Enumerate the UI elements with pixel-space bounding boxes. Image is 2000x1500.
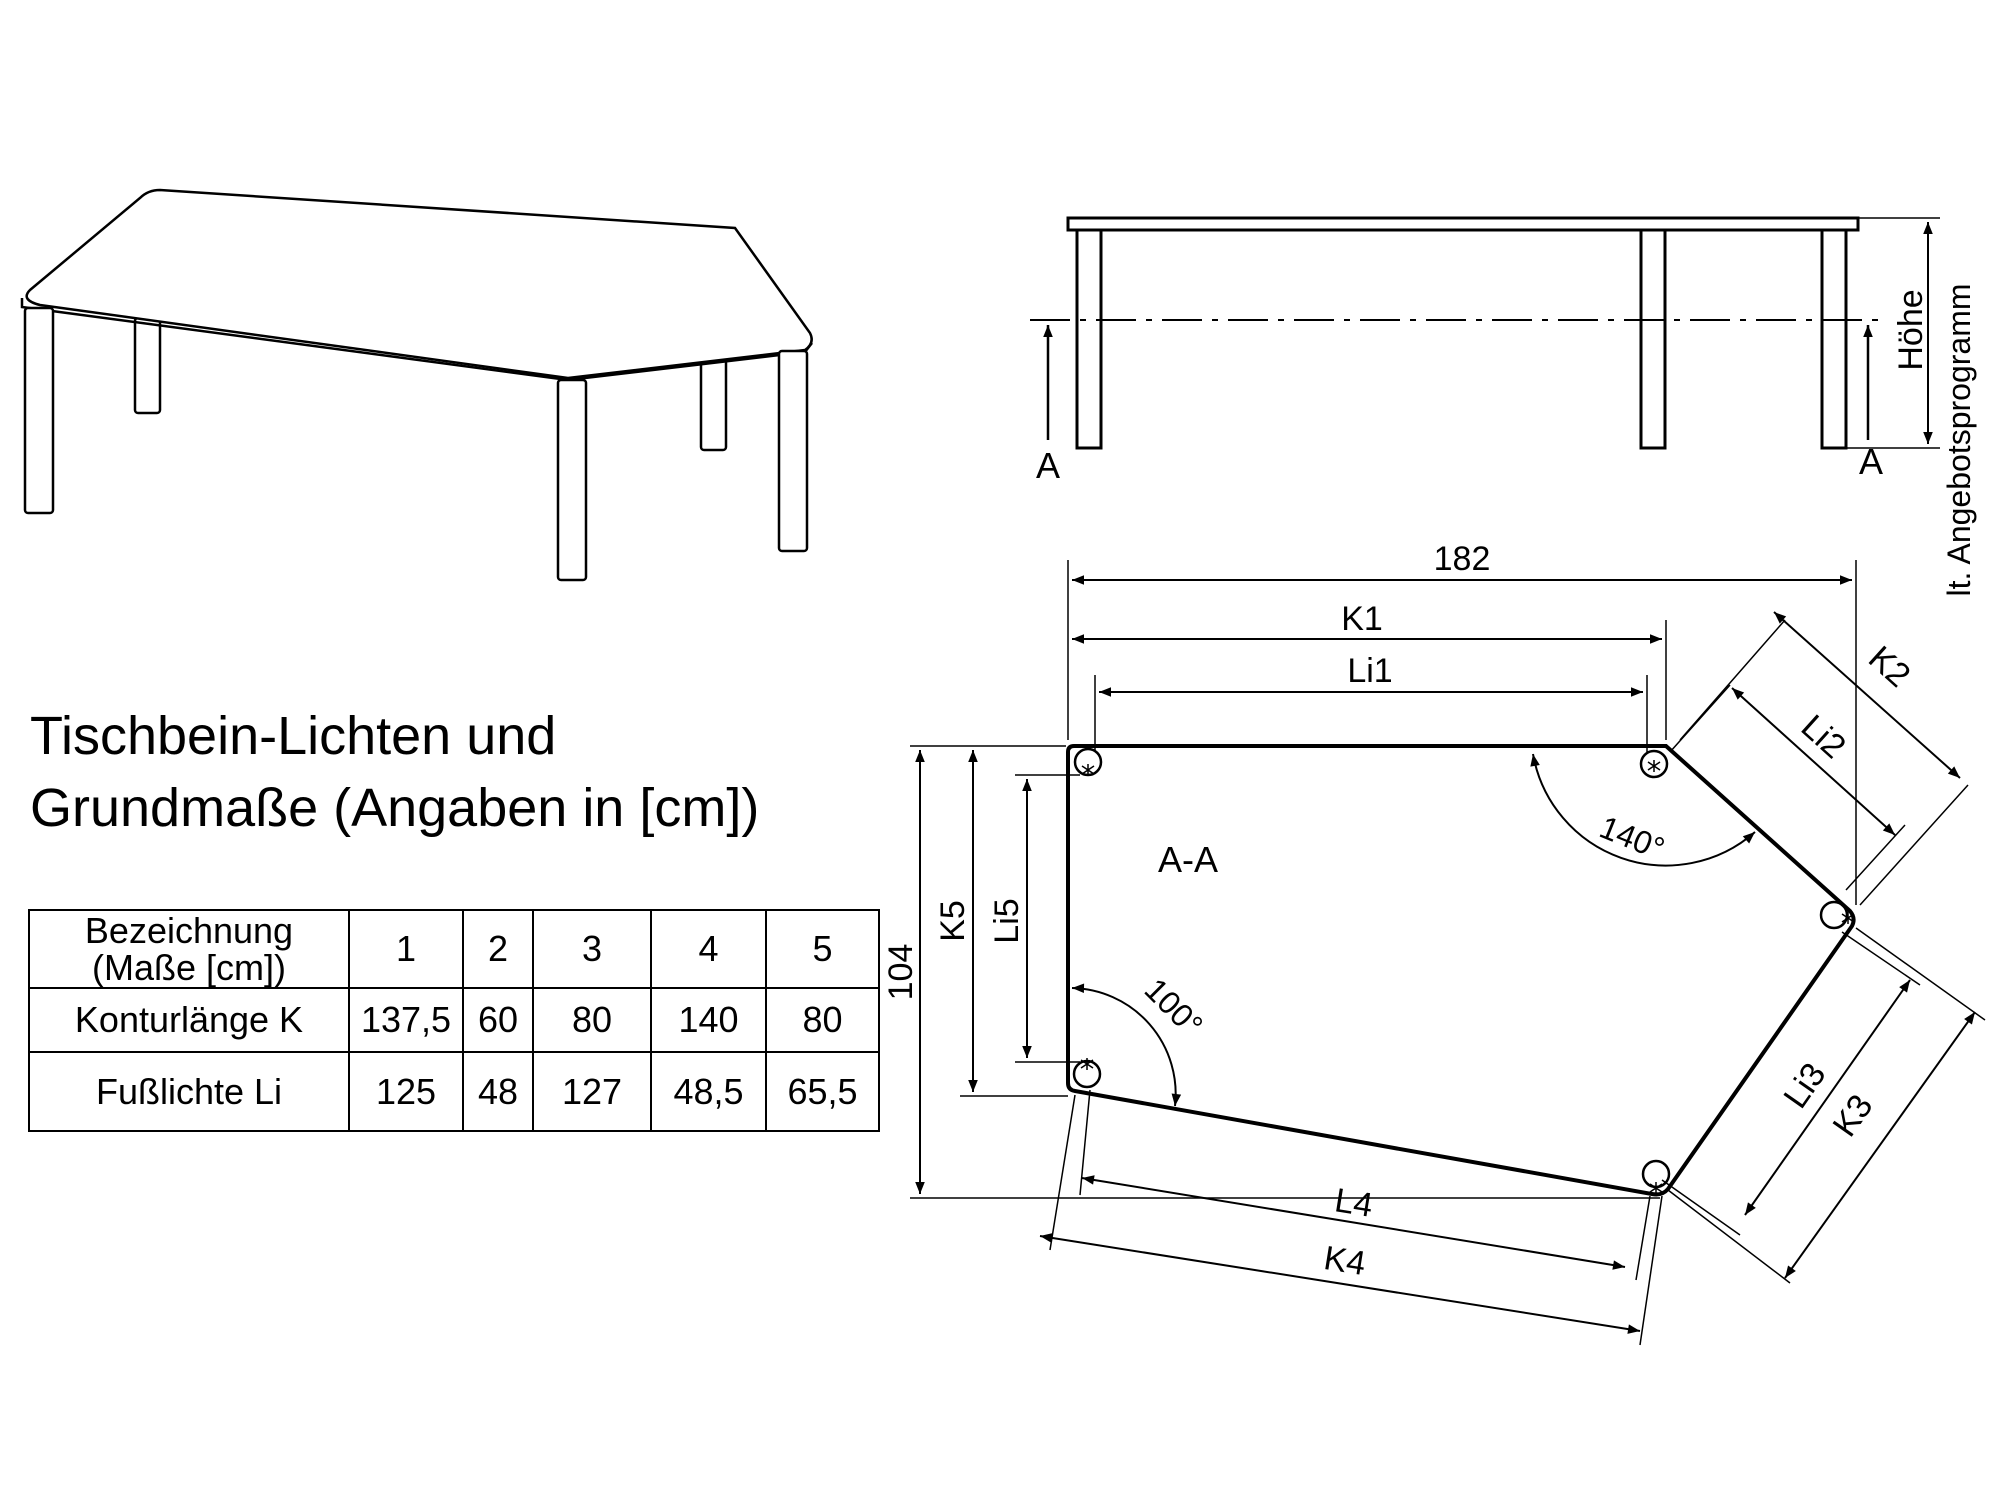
table-row: Konturlänge K 137,5 60 80 140 80: [28, 987, 880, 1053]
dim-li3: [1744, 979, 1911, 1216]
dim-182-label: 182: [1434, 540, 1491, 578]
angle-arc-140: [1530, 753, 1756, 867]
table-cell: 80: [765, 987, 880, 1053]
side-view: [1030, 216, 1940, 450]
dim-li2: [1731, 687, 1896, 836]
header-cell: 5: [765, 909, 880, 989]
tabletop-outline: [1066, 744, 1856, 1197]
table-cell: 48: [462, 1051, 534, 1132]
page-heading: Tischbein-Lichten und Grundmaße (Angaben…: [30, 700, 759, 844]
dim-k5-label: K5: [934, 900, 972, 942]
leg-position-3: [1819, 900, 1849, 930]
perspective-view: [20, 188, 813, 582]
table-cell: 80: [532, 987, 652, 1053]
table-cell: 140: [650, 987, 767, 1053]
angle-100-label: 100°: [1138, 971, 1210, 1043]
height-note: lt. Angebotsprogramm: [1941, 283, 1977, 596]
header-cell: 3: [532, 909, 652, 989]
row-label: Fußlichte Li: [28, 1051, 350, 1132]
row-label: Konturlänge K: [28, 987, 350, 1053]
side-leg-left: [1075, 228, 1103, 450]
dim-k1-label: K1: [1341, 600, 1383, 638]
side-leg-middle: [1639, 228, 1667, 450]
angle-140-label: 140°: [1595, 809, 1670, 867]
section-mark-left: A: [1036, 445, 1060, 486]
side-tabletop: [1066, 216, 1860, 232]
header-cell: 1: [348, 909, 464, 989]
dim-l4: [1081, 1175, 1626, 1270]
dim-k2: [1773, 611, 1961, 779]
plan-view: [910, 560, 1986, 1346]
side-leg-right: [1820, 228, 1848, 450]
table-header-row: Bezeichnung (Maße [cm]) 1 2 3 4 5: [28, 909, 880, 989]
perspective-tabletop: [25, 188, 813, 380]
dim-li5-label: Li5: [988, 898, 1026, 943]
header-cell: 4: [650, 909, 767, 989]
dim-k3-label: K3: [1825, 1088, 1880, 1144]
dim-li2-label: Li2: [1794, 708, 1853, 767]
dimensions-table: Bezeichnung (Maße [cm]) 1 2 3 4 5 Kontur…: [28, 909, 880, 1132]
dim-li3-label: Li3: [1776, 1056, 1833, 1115]
table-cell: 125: [348, 1051, 464, 1132]
table-cell: 60: [462, 987, 534, 1053]
section-label: A-A: [1158, 839, 1218, 880]
header-cell: 2: [462, 909, 534, 989]
front-legs: [23, 306, 809, 582]
height-label: Höhe: [1892, 289, 1930, 370]
dim-k3: [1784, 1011, 1976, 1279]
heading-line-2: Grundmaße (Angaben in [cm]): [30, 778, 760, 838]
header-cell: Bezeichnung (Maße [cm]): [28, 909, 350, 989]
table-cell: 48,5: [650, 1051, 767, 1132]
table-cell: 127: [532, 1051, 652, 1132]
extension-lines: [910, 560, 1986, 1346]
table-cell: 65,5: [765, 1051, 880, 1132]
dim-l4-label: L4: [1332, 1181, 1375, 1224]
dim-k4-label: K4: [1321, 1239, 1368, 1283]
angle-arc-100: [1071, 983, 1182, 1107]
dim-li1-label: Li1: [1347, 652, 1392, 690]
table-row: Fußlichte Li 125 48 127 48,5 65,5: [28, 1051, 880, 1132]
section-mark-right: A: [1859, 441, 1883, 482]
dim-104-label: 104: [882, 944, 920, 1001]
heading-line-1: Tischbein-Lichten und: [30, 706, 557, 766]
table-cell: 137,5: [348, 987, 464, 1053]
dim-k2-label: K2: [1861, 639, 1917, 695]
dimension-lines: [915, 575, 1976, 1334]
centre-marks: [1080, 760, 1855, 1194]
